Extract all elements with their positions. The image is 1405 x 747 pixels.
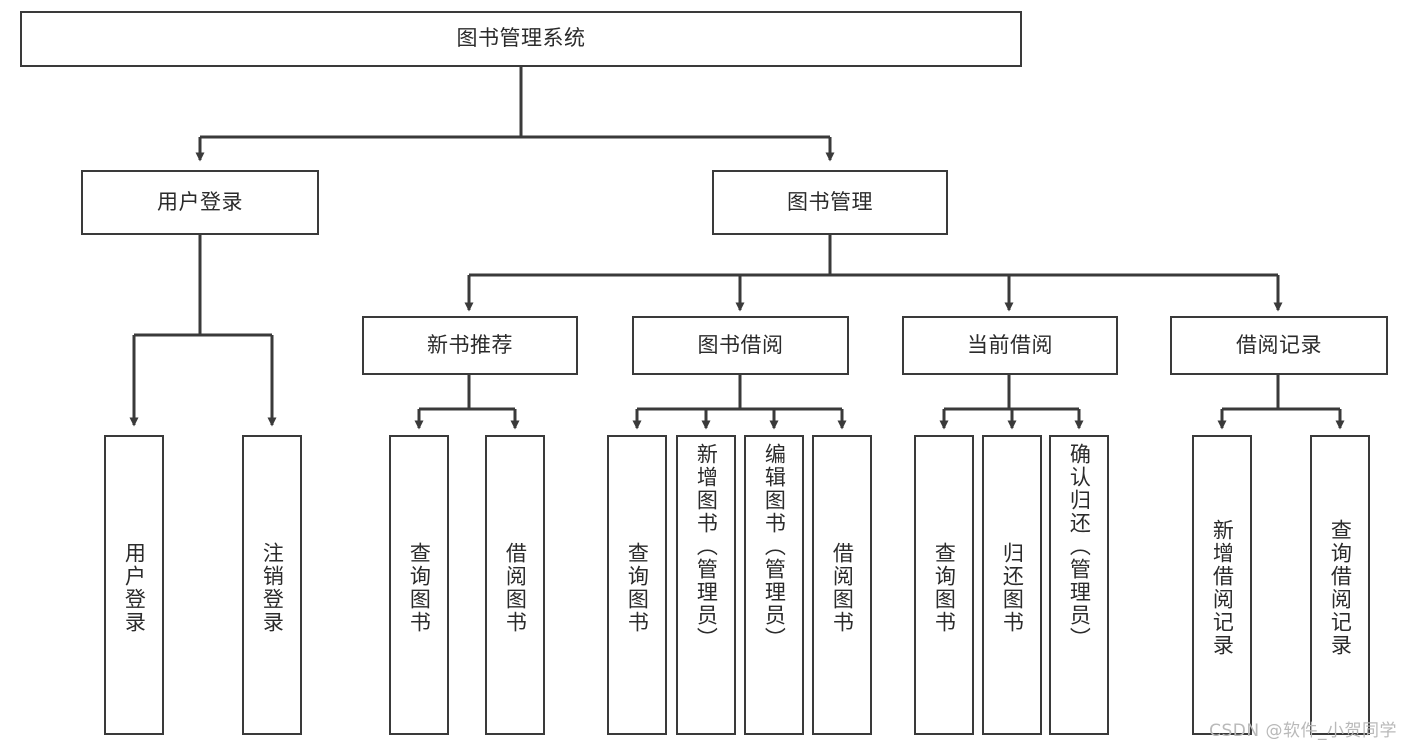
node-current-borrow[interactable]: 当前借阅 xyxy=(902,316,1118,375)
leaf-borrow-record-query-record[interactable]: 查询借阅记录 xyxy=(1310,435,1370,735)
node-label: 注销登录 xyxy=(260,542,285,634)
node-label: 查询图书 xyxy=(407,542,432,634)
leaf-book-borrow-query-book[interactable]: 查询图书 xyxy=(607,435,667,735)
node-label: 确认归还（管理员） xyxy=(1067,443,1092,650)
node-label: 查询图书 xyxy=(625,542,650,634)
leaf-user-login-login[interactable]: 用户登录 xyxy=(104,435,164,735)
node-label: 图书管理系统 xyxy=(456,26,586,51)
leaf-current-borrow-query-book[interactable]: 查询图书 xyxy=(914,435,974,735)
node-label: 编辑图书（管理员） xyxy=(762,443,787,650)
node-label: 借阅图书 xyxy=(503,542,528,634)
leaf-new-book-borrow-book[interactable]: 借阅图书 xyxy=(485,435,545,735)
node-label: 用户登录 xyxy=(122,542,147,634)
node-label: 当前借阅 xyxy=(967,332,1053,357)
node-book-management[interactable]: 图书管理 xyxy=(712,170,948,235)
node-borrow-record[interactable]: 借阅记录 xyxy=(1170,316,1388,375)
node-label: 借阅图书 xyxy=(830,542,855,634)
leaf-borrow-record-add-record[interactable]: 新增借阅记录 xyxy=(1192,435,1252,735)
node-label: 新书推荐 xyxy=(427,332,513,357)
node-new-book-recommend[interactable]: 新书推荐 xyxy=(362,316,578,375)
leaf-book-borrow-edit-book-admin[interactable]: 编辑图书（管理员） xyxy=(744,435,804,735)
leaf-current-borrow-confirm-return-admin[interactable]: 确认归还（管理员） xyxy=(1049,435,1109,735)
leaf-book-borrow-add-book-admin[interactable]: 新增图书（管理员） xyxy=(676,435,736,735)
node-label: 图书管理 xyxy=(787,189,873,214)
leaf-current-borrow-return-book[interactable]: 归还图书 xyxy=(982,435,1042,735)
leaf-new-book-query-book[interactable]: 查询图书 xyxy=(389,435,449,735)
node-label: 借阅记录 xyxy=(1236,332,1322,357)
node-label: 新增图书（管理员） xyxy=(694,443,719,650)
node-user-login[interactable]: 用户登录 xyxy=(81,170,319,235)
node-label: 查询借阅记录 xyxy=(1328,519,1353,657)
node-label: 新增借阅记录 xyxy=(1210,519,1235,657)
watermark-text: CSDN @软件_小贺同学 xyxy=(1209,721,1397,741)
node-root-book-management-system[interactable]: 图书管理系统 xyxy=(20,11,1022,67)
leaf-book-borrow-borrow-book[interactable]: 借阅图书 xyxy=(812,435,872,735)
node-label: 图书借阅 xyxy=(697,332,784,357)
node-label: 用户登录 xyxy=(157,189,243,214)
node-label: 归还图书 xyxy=(1000,542,1025,634)
node-book-borrow[interactable]: 图书借阅 xyxy=(632,316,849,375)
leaf-user-login-logout[interactable]: 注销登录 xyxy=(242,435,302,735)
node-label: 查询图书 xyxy=(932,542,957,634)
